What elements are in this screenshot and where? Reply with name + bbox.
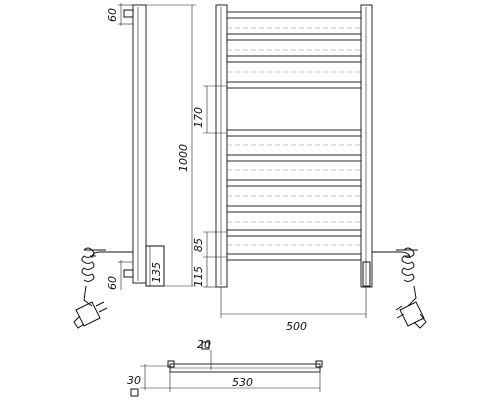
top-bracket xyxy=(123,9,134,18)
rung xyxy=(226,11,362,19)
heating-element xyxy=(362,261,371,287)
square-symbol-icon xyxy=(201,341,210,350)
cable-coil-icon xyxy=(396,247,418,282)
cable-coil-icon xyxy=(81,247,106,282)
rung xyxy=(226,154,362,162)
dim-depth: 30 xyxy=(127,374,141,387)
bottom-bracket xyxy=(123,269,134,278)
cable xyxy=(372,251,411,259)
dim-bottom-offset: 60 xyxy=(106,276,119,290)
square-symbol-icon xyxy=(130,388,139,397)
cable xyxy=(91,251,133,259)
dim-element-height: 135 xyxy=(150,262,163,283)
dim-lower-spacing: 85 xyxy=(192,238,205,252)
side-tube xyxy=(132,4,147,284)
cable xyxy=(83,285,93,307)
right-mount xyxy=(315,360,323,368)
rung xyxy=(226,81,362,89)
rung xyxy=(226,55,362,63)
dim-overall-height: 1000 xyxy=(177,144,190,172)
side-view: 60 1000 135 60 xyxy=(73,3,196,329)
dim-top-offset: 60 xyxy=(106,8,119,22)
cable xyxy=(407,285,417,307)
dim-overall-width: 500 xyxy=(286,320,307,333)
rungs xyxy=(226,11,362,261)
rung xyxy=(226,229,362,237)
dim-total-width: 530 xyxy=(232,376,253,389)
rung xyxy=(226,33,362,41)
left-post xyxy=(215,4,228,288)
dim-rung-spacing: 170 xyxy=(192,107,205,128)
dim-bottom-rung: 115 xyxy=(192,266,205,287)
rung xyxy=(226,179,362,187)
plug-icon xyxy=(395,301,427,329)
dim-depth-offset: 20 xyxy=(197,338,211,351)
heating-element-box xyxy=(145,245,165,287)
left-mount xyxy=(167,360,175,368)
rung xyxy=(226,205,362,213)
top-view: 20 30 530 xyxy=(127,338,323,397)
front-view: 170 85 115 500 xyxy=(192,4,427,333)
rung xyxy=(226,129,362,137)
plug-icon xyxy=(73,301,108,329)
right-post xyxy=(360,4,373,288)
rung xyxy=(226,253,362,261)
